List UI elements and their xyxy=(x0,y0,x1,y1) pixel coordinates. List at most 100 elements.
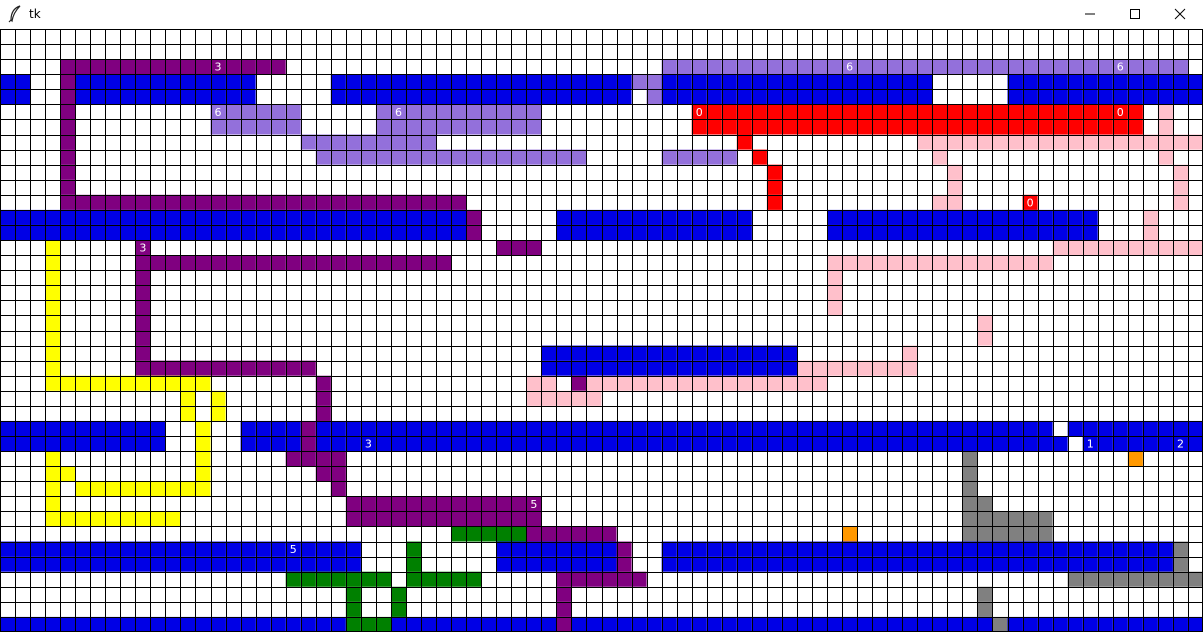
grid-cell[interactable] xyxy=(1022,436,1038,452)
grid-cell[interactable] xyxy=(1007,556,1023,572)
grid-cell[interactable] xyxy=(120,224,136,241)
grid-cell[interactable] xyxy=(917,59,933,75)
grid-cell[interactable] xyxy=(15,436,31,452)
grid-cell[interactable] xyxy=(887,209,903,225)
grid-cell[interactable] xyxy=(135,511,151,527)
grid-cell[interactable] xyxy=(781,74,797,90)
grid-cell[interactable] xyxy=(390,586,407,602)
grid-cell[interactable] xyxy=(150,420,166,437)
grid-cell[interactable] xyxy=(721,345,737,361)
grid-cell[interactable] xyxy=(150,224,166,241)
grid-cell[interactable] xyxy=(887,89,903,105)
grid-cell[interactable] xyxy=(406,104,422,120)
grid-cell[interactable] xyxy=(165,209,181,225)
grid-cell[interactable] xyxy=(0,436,16,452)
grid-cell[interactable] xyxy=(436,209,452,225)
grid-cell[interactable] xyxy=(360,74,376,90)
grid-cell[interactable] xyxy=(962,451,978,467)
grid-cell[interactable] xyxy=(195,541,211,557)
grid-cell[interactable] xyxy=(676,74,692,90)
grid-cell[interactable] xyxy=(436,436,452,452)
grid-cell[interactable] xyxy=(947,541,963,557)
grid-cell[interactable] xyxy=(1157,74,1173,90)
grid-cell[interactable] xyxy=(180,59,196,75)
grid-cell[interactable] xyxy=(571,420,587,437)
grid-cell[interactable] xyxy=(541,360,557,376)
grid-cell[interactable] xyxy=(827,420,843,437)
grid-cell[interactable] xyxy=(616,375,632,391)
grid-cell[interactable] xyxy=(150,59,166,75)
grid-cell[interactable] xyxy=(691,149,707,165)
grid-cell[interactable] xyxy=(285,541,301,557)
grid-cell[interactable] xyxy=(345,496,361,512)
grid-cell[interactable] xyxy=(1007,224,1023,241)
grid-cell[interactable] xyxy=(421,224,437,241)
grid-cell[interactable] xyxy=(1127,556,1143,572)
grid-cell[interactable] xyxy=(691,345,707,361)
grid-cell[interactable] xyxy=(977,511,993,527)
grid-cell[interactable] xyxy=(195,89,211,105)
grid-cell[interactable] xyxy=(360,89,376,105)
grid-cell[interactable] xyxy=(977,255,993,271)
grid-cell[interactable] xyxy=(165,194,181,210)
grid-cell[interactable] xyxy=(887,59,903,75)
grid-cell[interactable] xyxy=(390,134,407,150)
grid-cell[interactable] xyxy=(60,74,76,90)
grid-cell[interactable] xyxy=(796,436,813,452)
grid-cell[interactable] xyxy=(285,119,301,135)
grid-cell[interactable] xyxy=(15,74,31,90)
grid-cell[interactable] xyxy=(240,224,256,241)
grid-cell[interactable] xyxy=(1172,541,1188,557)
grid-cell[interactable] xyxy=(842,255,858,271)
grid-cell[interactable] xyxy=(887,74,903,90)
grid-cell[interactable] xyxy=(1082,436,1098,452)
grid-cell[interactable] xyxy=(0,616,16,632)
grid-cell[interactable] xyxy=(466,436,482,452)
grid-cell[interactable] xyxy=(676,224,692,241)
grid-cell[interactable] xyxy=(526,390,542,406)
grid-cell[interactable] xyxy=(60,209,76,225)
grid-cell[interactable] xyxy=(436,194,452,210)
grid-cell[interactable] xyxy=(992,420,1008,437)
grid-cell[interactable] xyxy=(270,360,286,376)
grid-cell[interactable] xyxy=(616,360,632,376)
grid-cell[interactable] xyxy=(1052,59,1068,75)
grid-cell[interactable] xyxy=(646,74,662,90)
grid-cell[interactable] xyxy=(511,119,527,135)
grid-cell[interactable] xyxy=(135,315,151,331)
grid-cell[interactable] xyxy=(571,375,587,391)
grid-cell[interactable] xyxy=(932,436,948,452)
grid-cell[interactable] xyxy=(330,194,346,210)
grid-cell[interactable] xyxy=(721,420,737,437)
grid-cell[interactable] xyxy=(210,119,226,135)
grid-cell[interactable] xyxy=(45,209,61,225)
grid-cell[interactable] xyxy=(345,511,361,527)
grid-cell[interactable] xyxy=(917,209,933,225)
grid-cell[interactable] xyxy=(451,119,467,135)
grid-cell[interactable] xyxy=(646,616,662,632)
grid-cell[interactable] xyxy=(30,209,46,225)
grid-cell[interactable] xyxy=(60,149,76,165)
grid-cell[interactable] xyxy=(511,149,527,165)
grid-cell[interactable] xyxy=(105,420,121,437)
grid-cell[interactable] xyxy=(406,134,422,150)
grid-cell[interactable] xyxy=(511,541,527,557)
grid-cell[interactable] xyxy=(1022,89,1038,105)
grid-cell[interactable] xyxy=(1067,89,1083,105)
grid-cell[interactable] xyxy=(827,436,843,452)
grid-cell[interactable] xyxy=(75,194,91,210)
grid-cell[interactable] xyxy=(466,89,482,105)
grid-cell[interactable] xyxy=(646,345,662,361)
grid-cell[interactable] xyxy=(947,59,963,75)
grid-cell[interactable] xyxy=(210,390,226,406)
grid-cell[interactable] xyxy=(75,481,91,497)
grid-cell[interactable] xyxy=(541,375,557,391)
grid-cell[interactable] xyxy=(210,255,226,271)
grid-cell[interactable] xyxy=(796,556,813,572)
grid-cell[interactable] xyxy=(631,360,647,376)
grid-cell[interactable] xyxy=(526,526,542,542)
grid-cell[interactable] xyxy=(165,59,181,75)
grid-cell[interactable] xyxy=(721,224,737,241)
grid-cell[interactable] xyxy=(345,436,361,452)
grid-cell[interactable] xyxy=(270,224,286,241)
